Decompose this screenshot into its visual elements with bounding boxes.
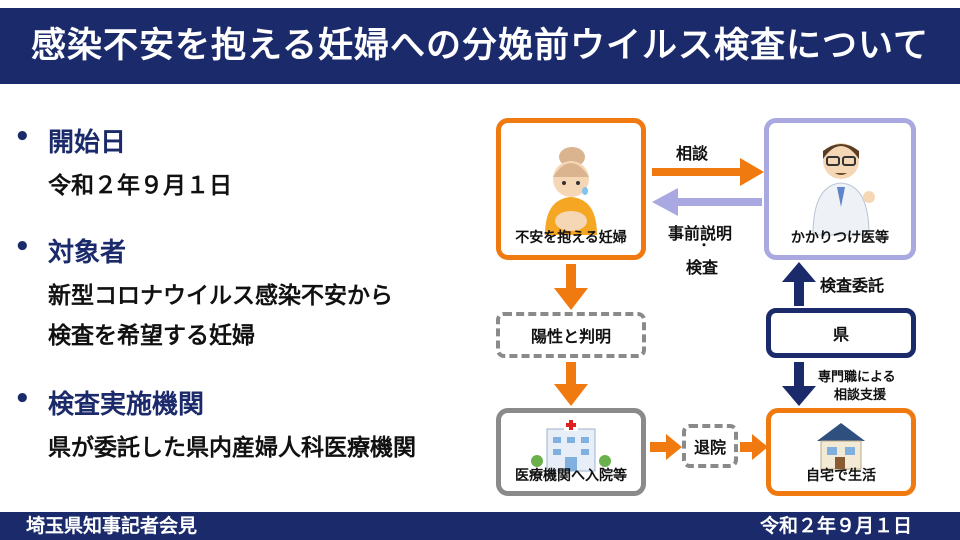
positive-box: 陽性と判明	[496, 312, 646, 358]
pregnant-woman-label: 不安を抱える妊婦	[515, 230, 627, 246]
prefecture-label: 県	[832, 325, 849, 344]
commission-label: 検査委託	[820, 276, 885, 295]
section-text: 県が委託した県内産婦人科医療機関	[48, 435, 416, 461]
arrow-down-1-head	[554, 288, 588, 310]
doctor-illustration-icon	[812, 143, 875, 236]
hospital-box: 医療機関へ入院等	[496, 408, 646, 496]
home-label: 自宅で生活	[806, 468, 876, 484]
section-heading: 検査実施機関	[48, 390, 205, 420]
header: 感染不安を抱える妊婦への分娩前ウイルス検査について	[0, 0, 960, 96]
arrow-right-2-shaft	[740, 442, 754, 452]
explain-label: 事前説明	[668, 224, 733, 243]
explain-dot: ・	[698, 238, 711, 252]
pregnant-woman-box: 不安を抱える妊婦	[496, 118, 646, 260]
arrow-consult-shaft	[652, 168, 742, 176]
doctor-box: かかりつけ医等	[764, 118, 916, 260]
support-label-2: 相談支援	[834, 388, 887, 403]
bullet: •	[14, 232, 31, 262]
discharge-label: 退院	[693, 438, 726, 457]
pregnant-woman-illustration-icon	[545, 147, 597, 235]
section-heading: 開始日	[48, 128, 127, 158]
section-heading: 対象者	[48, 238, 127, 268]
discharge-box: 退院	[682, 424, 738, 468]
footer-left: 埼玉県知事記者会見	[26, 515, 198, 537]
arrow-down-navy-head	[782, 386, 816, 406]
hospital-label: 医療機関へ入院等	[515, 468, 627, 484]
positive-label: 陽性と判明	[530, 327, 611, 346]
arrow-down-2-shaft	[566, 362, 576, 386]
arrow-up-head	[782, 262, 816, 282]
arrow-down-2-head	[554, 384, 588, 406]
arrow-right-2-head	[752, 434, 768, 460]
consult-label: 相談	[676, 144, 709, 163]
section-text: 令和２年９月１日	[48, 173, 232, 199]
arrow-right-1-head	[666, 434, 682, 460]
test-label: 検査	[686, 258, 719, 277]
home-box: 自宅で生活	[766, 408, 916, 496]
slide-title: 感染不安を抱える妊婦への分娩前ウイルス検査について	[0, 8, 960, 84]
arrow-down-navy-shaft	[794, 362, 804, 388]
hospital-illustration-icon	[531, 419, 611, 472]
house-illustration-icon	[817, 423, 865, 470]
bullet: •	[14, 122, 31, 152]
arrow-down-1-shaft	[566, 264, 576, 290]
arrow-explain-head	[652, 188, 678, 216]
footer: 埼玉県知事記者会見 令和２年９月１日	[0, 512, 960, 540]
arrow-consult-head	[740, 158, 764, 186]
prefecture-box: 県	[766, 308, 916, 358]
bullet: •	[14, 384, 31, 414]
arrow-explain-shaft	[676, 198, 762, 206]
footer-date: 令和２年９月１日	[759, 515, 912, 537]
section-text: 新型コロナウイルス感染不安から	[48, 283, 393, 309]
arrow-up-shaft	[794, 280, 804, 306]
support-label-1: 専門職による	[818, 370, 896, 385]
arrow-right-1-shaft	[650, 442, 668, 452]
section-text: 検査を希望する妊婦	[48, 323, 255, 349]
doctor-label: かかりつけ医等	[790, 230, 890, 246]
